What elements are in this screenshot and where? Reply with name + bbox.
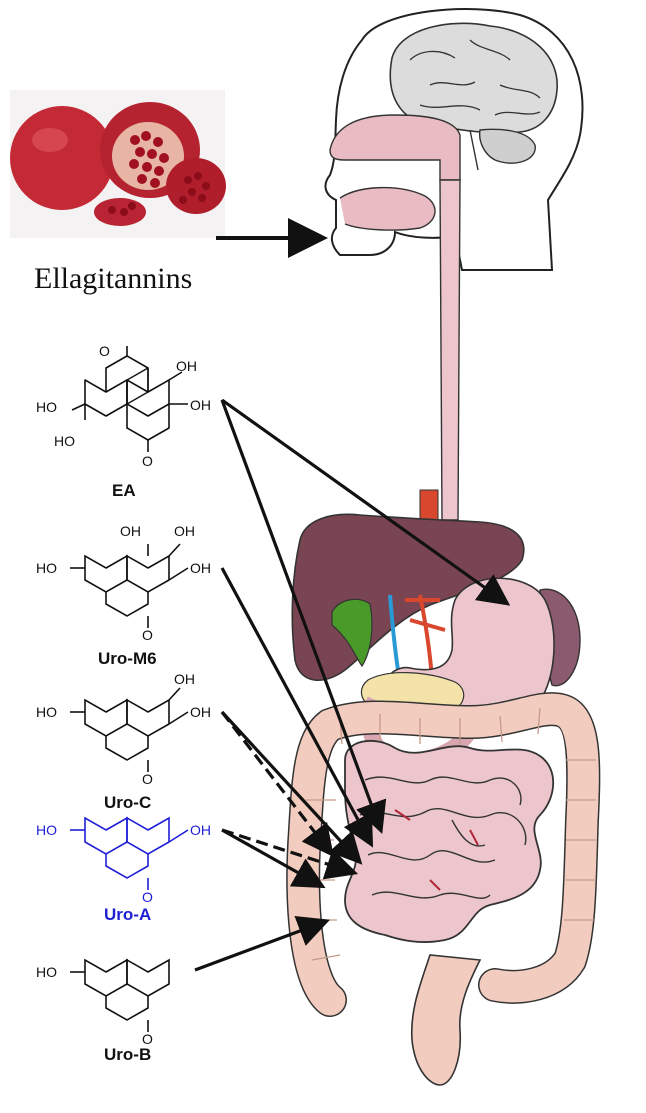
compound-name-urob: Uro-B [104,1045,151,1064]
ea-atom-oh-right: OH [190,397,211,413]
transport-arrows [194,398,511,972]
uroa-atom-oh: OH [190,822,211,838]
uroc-atom-oh-top: OH [174,671,195,687]
ea-atom-ho-left: HO [36,399,57,415]
pomegranate-image [10,90,226,238]
gallbladder [331,598,373,668]
compound-name-uroa: Uro-A [104,905,151,924]
uroa-atom-ho: HO [36,822,57,838]
blood-vessels [388,594,446,681]
compound-urom6 [70,543,189,628]
ea-atom-ho-bottom: HO [54,433,75,449]
source-label: Ellagitannins [34,262,192,295]
arrow-urob-colon [194,915,330,972]
small-intestine [344,739,555,943]
esophagus [439,179,461,521]
compound-uroa [70,816,189,890]
compound-urob [70,958,170,1032]
uroc-atom-oh-right: OH [190,704,211,720]
ea-atom-o-top: O [99,343,110,359]
arrow-uroa-colon [221,828,326,889]
rectum [410,954,482,1086]
nasal-oral-cavity [329,114,461,231]
urom6-atom-oh-1: OH [120,523,141,539]
urom6-atom-oh-3: OH [190,560,211,576]
uroa-atom-o: O [142,889,153,905]
compound-name-uroc: Uro-C [104,793,151,812]
compound-ea [71,346,188,452]
uroc-atom-o: O [142,771,153,787]
arrow-uroa-intestine-dashed [221,828,359,880]
uroc-atom-ho: HO [36,704,57,720]
compound-name-ea: EA [112,481,136,500]
compound-uroc [70,687,189,772]
ea-atom-oh-top: OH [176,358,197,374]
ea-atom-o-bottom: O [142,453,153,469]
urob-atom-ho: HO [36,964,57,980]
urom6-atom-o: O [142,627,153,643]
arrow-uroc-intestine [220,710,363,865]
brain [389,22,558,171]
arrow-uroc-colon-dashed [220,711,334,858]
urom6-atom-ho: HO [36,560,57,576]
urob-atom-o: O [142,1031,153,1047]
arrow-ea-intestine [220,399,387,835]
arrow-ea-stomach [221,398,511,606]
compound-name-urom6: Uro-M6 [98,649,157,668]
urom6-atom-oh-2: OH [174,523,195,539]
arrow-urom6-intestine [220,567,374,848]
